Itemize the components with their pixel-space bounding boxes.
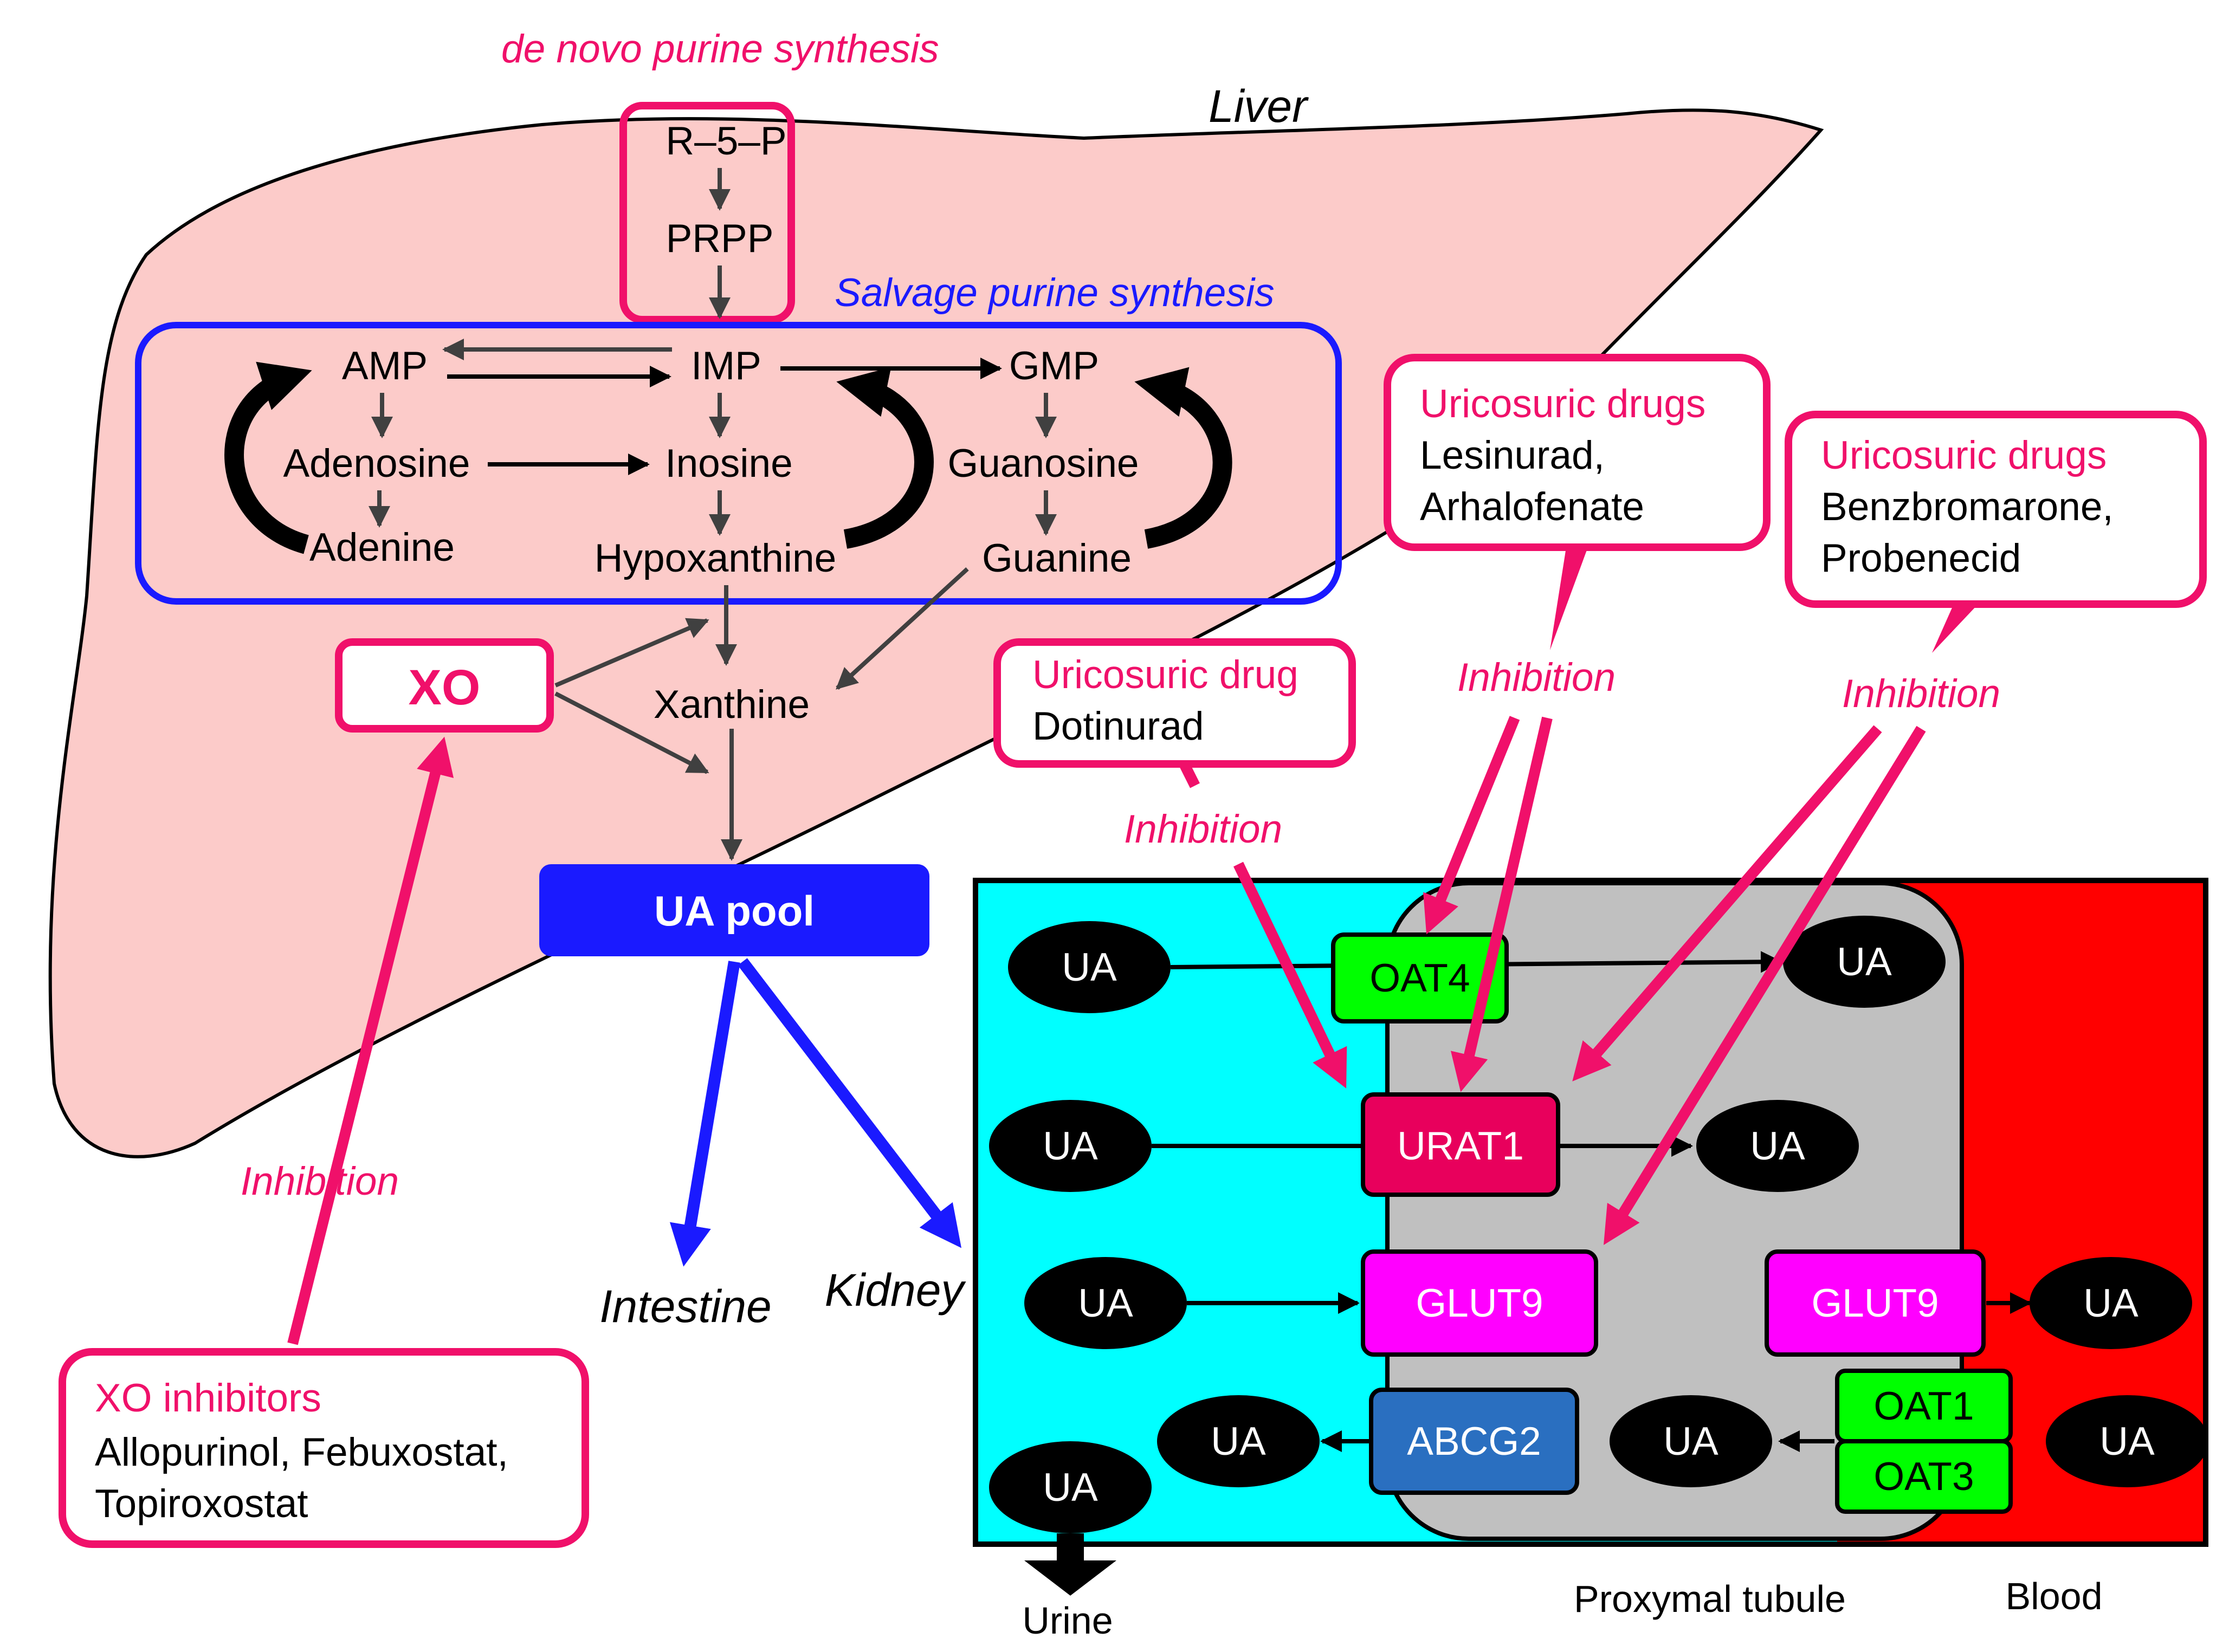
dotinurad-box (993, 638, 1356, 768)
xo-inhibition-arrow (287, 736, 454, 1345)
adenine-to-amp-curve-arrow (224, 361, 312, 554)
proximal-tubule-label: Proxymal tubule (1574, 1578, 1846, 1620)
amp-label: AMP (342, 344, 428, 388)
glut9-basal-transporter (1765, 1249, 1986, 1357)
benzbromarone-inhibition-label: Inhibition (1842, 672, 2000, 716)
ua-text-cell-row2: UA (1750, 1124, 1805, 1168)
ua-oval-cell-row4 (1610, 1395, 1772, 1487)
gmp-label: GMP (1009, 344, 1099, 388)
salvage-box (135, 322, 1342, 605)
oat3-transporter (1835, 1439, 2013, 1514)
ua-text-cell-row4: UA (1663, 1420, 1718, 1463)
guanine-to-xanthine-arrow (836, 567, 969, 690)
guanine-label: Guanine (982, 536, 1132, 580)
lesinurad-pointer (1550, 547, 1588, 650)
lesinurad-inhibition-label: Inhibition (1457, 656, 1616, 699)
benzbromarone-to-urat1-arrow (1572, 725, 1882, 1081)
imp-label: IMP (691, 344, 761, 388)
ua-pool-to-intestine-arrow (669, 961, 740, 1267)
dotinurad-inhibition-arrow (1233, 861, 1347, 1089)
xo-label: XO (409, 660, 481, 715)
ua-text-lumen-row3: UA (1078, 1281, 1133, 1325)
lesinurad-to-urat1-arrow (1450, 716, 1553, 1092)
oat4-label: OAT4 (1369, 956, 1470, 1000)
xo-inhibitors-box (59, 1348, 589, 1548)
blood-label: Blood (2005, 1575, 2102, 1617)
ua-pool-to-kidney-arrow (738, 958, 962, 1248)
r5p-label: R–5–P (666, 119, 786, 163)
xo-to-hypoxanthine-arrow (554, 618, 709, 688)
lesinurad-to-oat4-arrow (1423, 716, 1520, 935)
ua-text-urine: UA (1043, 1466, 1098, 1510)
oat1-label: OAT1 (1873, 1384, 1974, 1428)
xo-to-xanthine-arrow (554, 691, 709, 774)
dotinurad-line1: Dotinurad (1032, 704, 1204, 748)
ua-oval-urine (989, 1441, 1152, 1533)
de-novo-title: de novo purine synthesis (501, 27, 939, 71)
ua-pool-box (539, 864, 929, 956)
urine-label: Urine (1022, 1599, 1113, 1642)
ua-text-lumen-row4: UA (1211, 1420, 1266, 1463)
kidney-label: Kidney (825, 1265, 967, 1316)
ua-oval-lumen-row1 (1008, 921, 1171, 1013)
oat3-label: OAT3 (1873, 1455, 1974, 1499)
adenosine-label: Adenosine (283, 442, 470, 485)
ua-text-cell-row1: UA (1837, 940, 1892, 984)
intestine-label: Intestine (599, 1281, 772, 1332)
hypoxanthine-to-imp-curve-arrow (836, 367, 934, 549)
xo-inhibition-label: Inhibition (241, 1159, 399, 1203)
abcg2-label: ABCG2 (1407, 1420, 1541, 1463)
glut9-apical-label: GLUT9 (1416, 1281, 1543, 1325)
glut9-apical-transporter (1361, 1249, 1598, 1357)
ua-text-lumen-row1: UA (1062, 945, 1117, 989)
urat1-label: URAT1 (1397, 1124, 1524, 1168)
benzbromarone-line1: Benzbromarone, (1821, 485, 2114, 529)
salvage-title: Salvage purine synthesis (835, 271, 1275, 315)
ua-oval-blood-row4 (2046, 1395, 2208, 1487)
urat1-transporter (1361, 1092, 1560, 1197)
ua-oval-lumen-row2 (989, 1100, 1152, 1192)
urine-down-arrow (1024, 1533, 1116, 1596)
kidney-panel-border (973, 878, 2208, 1547)
benzbromarone-box (1785, 411, 2207, 608)
lesinurad-line2: Arhalofenate (1420, 485, 1644, 529)
ua-oval-cell-row2 (1696, 1100, 1859, 1192)
ua-pool-label: UA pool (654, 887, 815, 935)
lesinurad-line1: Lesinurad, (1420, 433, 1605, 477)
xo-inhibitors-title: XO inhibitors (95, 1376, 321, 1420)
ua-text-lumen-row2: UA (1043, 1124, 1098, 1168)
oat4-transporter (1331, 932, 1509, 1023)
xanthine-label: Xanthine (654, 683, 810, 727)
ua-oval-blood-row3 (2030, 1257, 2192, 1349)
de-novo-box (619, 102, 795, 323)
dotinurad-inhibition-label: Inhibition (1124, 807, 1282, 851)
glut9-basal-label: GLUT9 (1811, 1281, 1939, 1325)
benzbromarone-pointer (1932, 604, 1978, 653)
dotinurad-title: Uricosuric drug (1032, 653, 1298, 697)
ua-text-blood-row4: UA (2099, 1420, 2155, 1463)
ua-oval-cell-row1 (1783, 916, 1946, 1008)
prpp-label: PRPP (666, 217, 774, 261)
hypoxanthine-label: Hypoxanthine (595, 536, 836, 580)
benzbromarone-line2: Probenecid (1821, 536, 2021, 580)
liver-label: Liver (1209, 81, 1309, 132)
benzbromarone-to-glut9-arrow (1603, 725, 1926, 1245)
guanosine-label: Guanosine (947, 442, 1139, 485)
abcg2-transporter (1369, 1388, 1579, 1495)
guanine-to-gmp-curve-arrow (1134, 367, 1232, 549)
xo-box (335, 638, 554, 733)
xo-inhibitors-line2: Topiroxostat (95, 1482, 308, 1526)
benzbromarone-title: Uricosuric drugs (1821, 433, 2107, 477)
ua-oval-lumen-row3 (1024, 1257, 1187, 1349)
xo-inhibitors-line1: Allopurinol, Febuxostat, (95, 1430, 508, 1474)
dotinurad-pointer (1179, 761, 1200, 788)
ua-text-blood-row3: UA (2083, 1281, 2138, 1325)
lesinurad-title: Uricosuric drugs (1420, 382, 1705, 426)
ua-oval-lumen-row4 (1157, 1395, 1320, 1487)
adenine-label: Adenine (309, 526, 455, 569)
inosine-label: Inosine (665, 442, 792, 485)
